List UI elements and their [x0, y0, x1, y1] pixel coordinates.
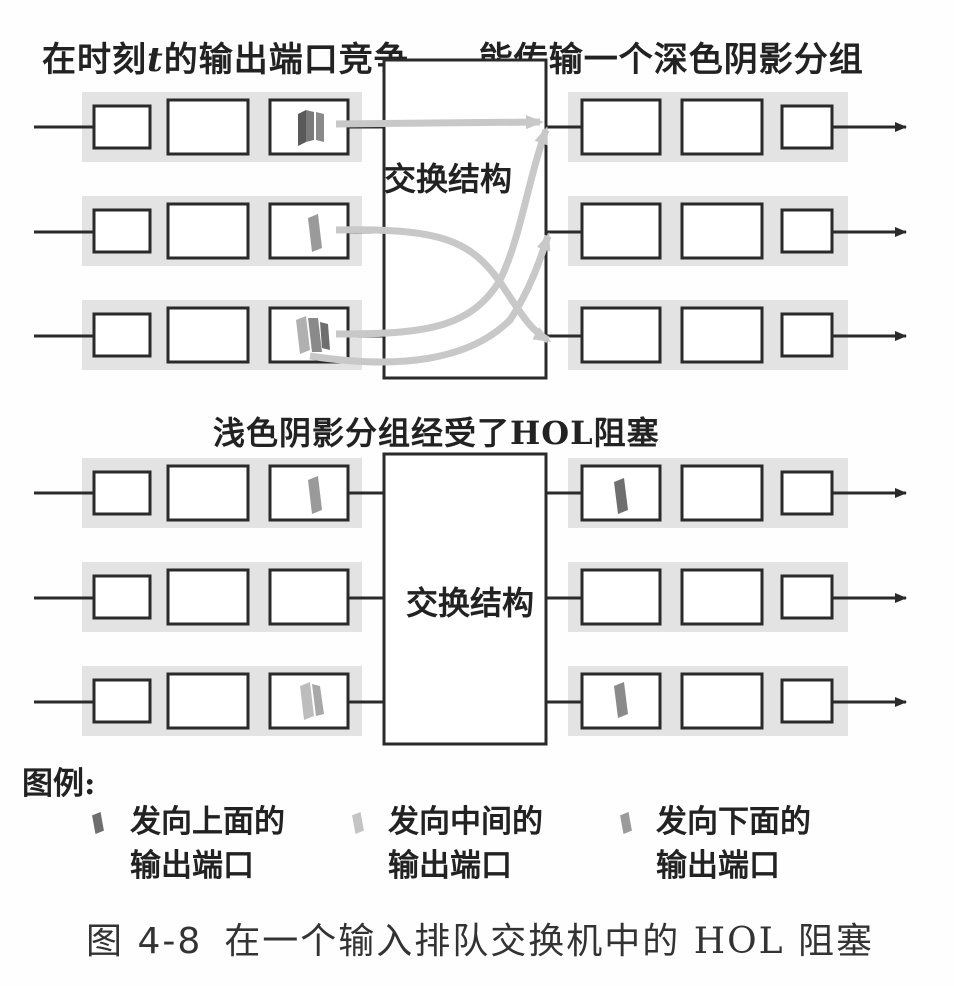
queue-slot: [680, 568, 764, 626]
path-in2-to-out3: [335, 226, 552, 344]
packet-light: [296, 316, 330, 354]
packet-mid: [308, 214, 322, 252]
queue-slot: [780, 678, 834, 724]
legend-dark-packet-icon: [92, 812, 104, 834]
queue-slot: [268, 306, 350, 364]
bottom-switch: [34, 452, 907, 746]
packet-mid: [308, 476, 322, 514]
queue-slot: [780, 208, 834, 254]
legend-item-lower: 发向下面的 输出端口: [656, 804, 811, 884]
legend-title: 图例:: [22, 766, 96, 802]
queue-slot: [268, 202, 350, 260]
packet-light: [300, 682, 324, 720]
queue-slot: [580, 306, 662, 364]
queue-slot: [780, 104, 834, 150]
queue-slot: [92, 470, 152, 516]
queue-slot: [268, 464, 350, 522]
queue-slot: [580, 568, 662, 626]
legend-item-middle: 发向中间的 输出端口: [388, 804, 543, 884]
path-in1-to-out1: [335, 115, 544, 130]
queue-slot: [92, 208, 152, 254]
queue-slot: [780, 574, 834, 620]
queue-slot: [680, 464, 764, 522]
legend-mid-packet-icon: [620, 812, 632, 834]
path-in3-to-out1: [335, 126, 550, 338]
queue-slot: [680, 202, 764, 260]
queue-slot: [166, 306, 250, 364]
queue-slot: [268, 568, 350, 626]
queue-slot: [166, 672, 250, 730]
queue-slot: [166, 464, 250, 522]
top-switch: [34, 58, 907, 380]
packet-dark: [298, 110, 324, 146]
path-in3-to-out2: [309, 232, 552, 366]
queue-slot: [680, 98, 764, 156]
legend-item-upper: 发向上面的 输出端口: [130, 804, 285, 884]
queue-slot: [166, 202, 250, 260]
queue-slot: [166, 98, 250, 156]
packet-mid: [614, 682, 628, 718]
legend-light-packet-icon: [352, 812, 364, 834]
packet-dark: [614, 478, 628, 514]
queue-slot: [166, 568, 250, 626]
queue-slot: [780, 312, 834, 358]
queue-slot: [580, 98, 662, 156]
fabric-label-top: 交换结构: [384, 160, 513, 198]
queue-slot: [92, 104, 152, 150]
queue-slot: [780, 470, 834, 516]
queue-slot: [680, 672, 764, 730]
middle-caption: 浅色阴影分组经受了HOL阻塞: [213, 414, 660, 452]
queue-slot: [580, 202, 662, 260]
queue-slot: [92, 678, 152, 724]
fabric-label-bottom: 交换结构: [406, 584, 535, 622]
queue-slot: [92, 574, 152, 620]
queue-slot: [92, 312, 152, 358]
queue-slot: [680, 306, 764, 364]
